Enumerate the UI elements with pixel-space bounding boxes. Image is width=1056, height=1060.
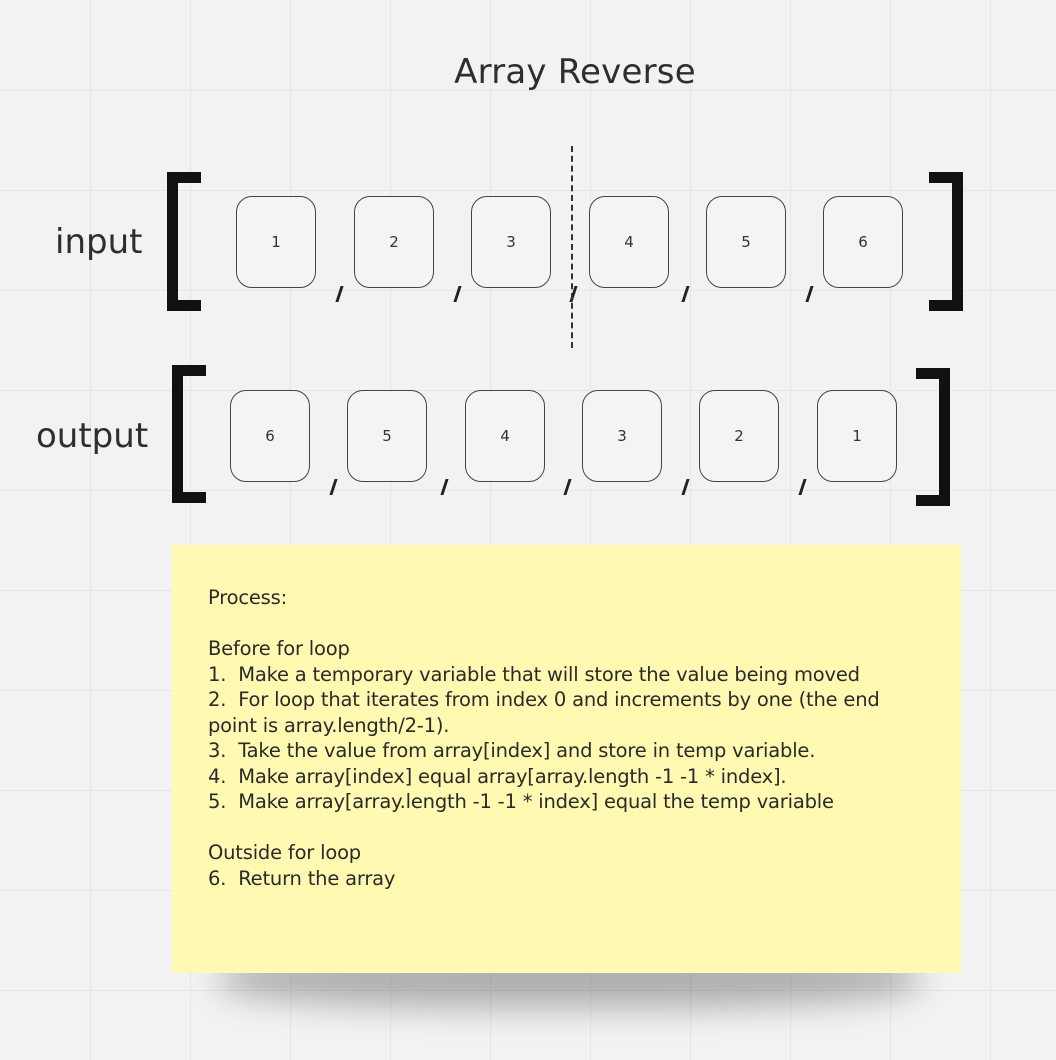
midpoint-divider bbox=[571, 146, 573, 348]
output-cell-4: 3 bbox=[582, 390, 662, 482]
input-cell-6: 6 bbox=[823, 196, 903, 288]
input-comma-1 bbox=[335, 286, 344, 302]
input-right-bracket bbox=[929, 172, 963, 311]
input-cell-1: 1 bbox=[236, 196, 316, 288]
input-comma-2 bbox=[453, 286, 462, 302]
output-label: output bbox=[36, 416, 149, 456]
input-label: input bbox=[55, 222, 143, 262]
note-before-heading: Before for loop bbox=[208, 637, 350, 660]
input-cell-3: 3 bbox=[471, 196, 551, 288]
process-sticky-note[interactable]: Process: Before for loop 1. Make a tempo… bbox=[172, 545, 961, 973]
output-cell-2: 5 bbox=[347, 390, 427, 482]
note-step-6: 6. Return the array bbox=[208, 866, 396, 890]
output-comma-5 bbox=[798, 479, 807, 495]
note-heading: Process: bbox=[208, 586, 287, 609]
input-left-bracket bbox=[167, 172, 201, 311]
input-cell-5: 5 bbox=[706, 196, 786, 288]
output-comma-2 bbox=[440, 479, 449, 495]
input-cell-2: 2 bbox=[354, 196, 434, 288]
output-left-bracket bbox=[172, 365, 206, 503]
note-step-5: 5. Make array[array.length -1 -1 * index… bbox=[208, 790, 834, 813]
output-cell-5: 2 bbox=[699, 390, 779, 482]
input-comma-5 bbox=[805, 286, 814, 302]
diagram-title: Array Reverse bbox=[454, 52, 696, 92]
note-step-4: 4. Make array[index] equal array[array.l… bbox=[208, 764, 787, 788]
input-comma-4 bbox=[681, 286, 690, 302]
output-right-bracket bbox=[916, 368, 950, 506]
note-step-3: 3. Take the value from array[index] and … bbox=[208, 739, 816, 762]
note-step-2: 2. For loop that iterates from index 0 a… bbox=[208, 688, 886, 737]
output-comma-4 bbox=[681, 479, 690, 495]
note-outside-heading: Outside for loop bbox=[208, 841, 361, 864]
output-cell-1: 6 bbox=[230, 390, 310, 482]
input-cell-4: 4 bbox=[589, 196, 669, 288]
note-step-1: 1. Make a temporary variable that will s… bbox=[208, 662, 860, 686]
output-comma-1 bbox=[329, 479, 338, 495]
output-cell-6: 1 bbox=[817, 390, 897, 482]
output-comma-3 bbox=[563, 479, 572, 495]
output-cell-3: 4 bbox=[465, 390, 545, 482]
